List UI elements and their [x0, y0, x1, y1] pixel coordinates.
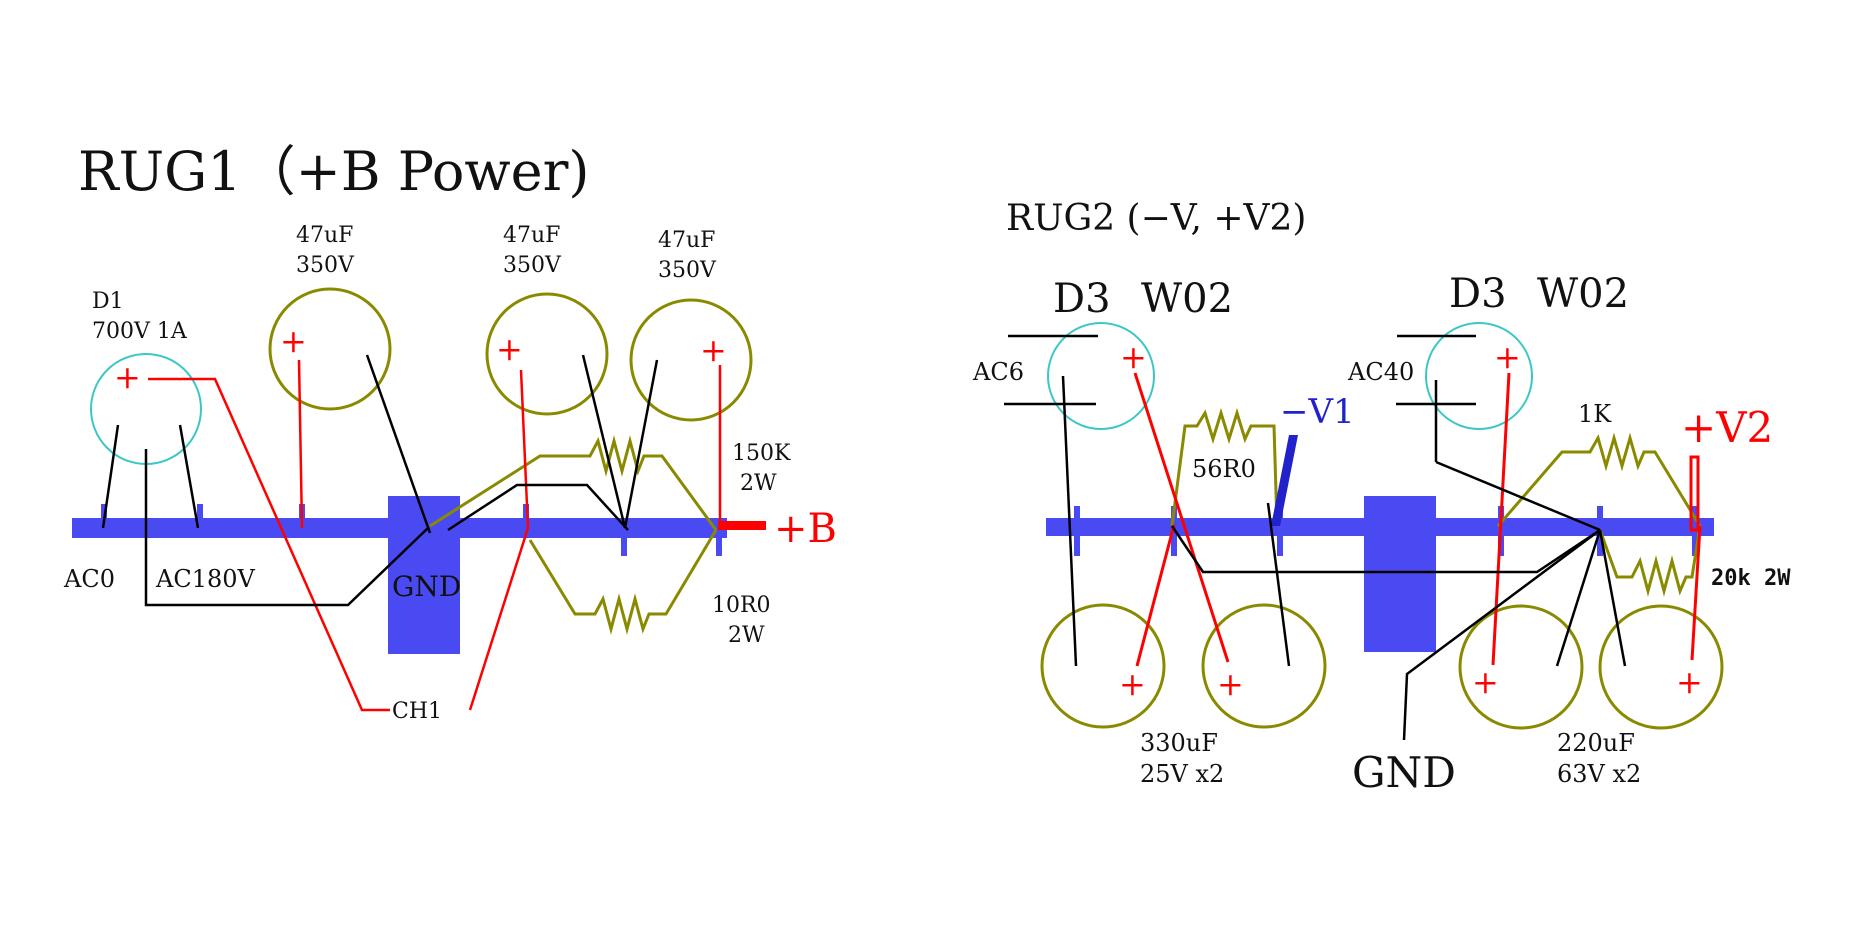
rug2-diode-left — [1047, 322, 1155, 430]
rug1-positive-wires — [148, 359, 722, 712]
rug2-diode-left-plus: + — [1120, 338, 1147, 376]
rug2-cap-2 — [1201, 603, 1327, 729]
rug1-board: RUG1（+B Power) D1 700V 1A + 47uF 350V + … — [63, 140, 837, 724]
rug2-cap-2-plus: + — [1217, 665, 1244, 703]
rug2-diode-right-plus: + — [1494, 338, 1521, 376]
rug2-res-56: 56R0 — [1192, 455, 1256, 483]
rug2-resistor-56r0 — [1170, 407, 1279, 527]
rug1-diode-label-2: 700V 1A — [92, 319, 188, 344]
rug1-res-top-label-2: 2W — [740, 471, 777, 496]
rug1-cap-2-plus: + — [496, 330, 523, 368]
rug1-ac180: AC180V — [155, 565, 256, 593]
rug2-cap-3 — [1458, 604, 1584, 730]
rug2-cap-1-plus: + — [1119, 665, 1146, 703]
rug1-cap-1-label-1: 47uF — [296, 223, 353, 248]
rug2-ac40: AC40 — [1347, 358, 1414, 386]
rug2-positive-wires — [1133, 372, 1702, 667]
rug1-cap-1-label-2: 350V — [296, 253, 355, 278]
rug2-plus-v2: +V2 — [1681, 403, 1773, 452]
rug1-diode-plus: + — [114, 358, 141, 396]
rug2-ac6: AC6 — [972, 358, 1024, 386]
rug2-d3-right-2: W02 — [1537, 271, 1629, 317]
rug1-black-wires — [101, 354, 659, 607]
rug2-d3-left-1: D3 — [1053, 276, 1111, 322]
rug2-res-1k: 1K — [1578, 400, 1612, 428]
rug1-res-top-label-1: 150K — [732, 441, 791, 466]
rug1-choke: CH1 — [392, 699, 442, 724]
rug1-cap-1-plus: + — [280, 322, 307, 360]
rug1-res-bottom-label-1: 10R0 — [712, 593, 771, 618]
rug1-cap-3-plus: + — [700, 331, 727, 369]
rug1-cap-2-label-1: 47uF — [503, 223, 560, 248]
rug1-diode-label-1: D1 — [92, 289, 124, 314]
rug2-cap-4-plus: + — [1676, 663, 1703, 701]
rug1-plus-b-label: +B — [774, 506, 837, 552]
rug1-cap-2 — [485, 292, 609, 416]
rug1-cap-1 — [268, 287, 392, 411]
rug1-resistor-150k — [429, 435, 718, 531]
rug1-cap-3 — [629, 298, 753, 422]
rug2-minus-v1-wire — [1271, 435, 1298, 526]
rug2-cap-3-plus: + — [1472, 663, 1499, 701]
rug2-cap-left-label-2: 25V x2 — [1140, 760, 1224, 788]
rug2-d3-left-2: W02 — [1141, 276, 1233, 322]
rug1-cap-3-label-2: 350V — [658, 258, 717, 283]
rug2-minus-v1: −V1 — [1280, 392, 1355, 432]
rug2-cap-4 — [1598, 604, 1724, 730]
rug1-plus-b-terminal — [718, 521, 766, 530]
rug1-cap-2-label-2: 350V — [503, 253, 562, 278]
rug2-cap-right-label-2: 63V x2 — [1557, 760, 1641, 788]
rug1-title: RUG1（+B Power) — [78, 140, 589, 203]
rug2-plus-v2-terminal — [1689, 455, 1700, 532]
rug2-diode-right — [1425, 322, 1533, 430]
rug2-black-wires — [1004, 334, 1627, 741]
rug1-cap-3-label-1: 47uF — [658, 228, 715, 253]
rug1-gnd-pad — [388, 496, 460, 654]
rug2-title: RUG2 (−V, +V2) — [1006, 198, 1306, 239]
rug2-resistor-20k — [1598, 525, 1702, 597]
rug2-board: RUG2 (−V, +V2) D3 W02 D3 W02 + + AC6 AC4… — [972, 198, 1791, 797]
rug2-res-20k: 20k 2W — [1711, 566, 1791, 591]
rug1-resistor-10r0 — [528, 529, 718, 635]
rug2-cap-right-label-1: 220uF — [1557, 729, 1635, 757]
rug2-cap-left-label-1: 330uF — [1140, 729, 1218, 757]
rug2-d3-right-1: D3 — [1449, 271, 1507, 317]
rug1-ac0: AC0 — [63, 565, 115, 593]
rug2-gnd: GND — [1352, 748, 1456, 797]
rug2-cap-1 — [1040, 603, 1166, 729]
rug1-gnd: GND — [392, 570, 461, 603]
rug2-resistor-1k — [1496, 432, 1702, 527]
rug2-gnd-pad — [1364, 496, 1436, 652]
rug1-res-bottom-label-2: 2W — [728, 623, 765, 648]
